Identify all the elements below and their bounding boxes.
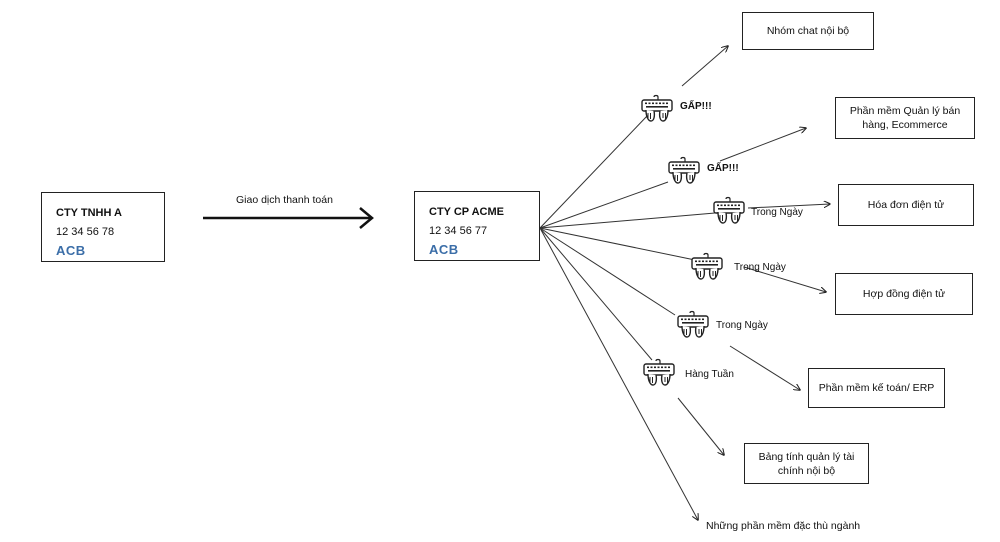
acme-company-account: 12 34 56 77 — [429, 225, 488, 237]
keyboard-hands-icon — [640, 94, 674, 124]
source-company-box: CTY TNHH A 12 34 56 78 ACB — [41, 192, 165, 262]
fan-line-daily-1 — [539, 212, 716, 229]
source-company-bank-logo: ACB — [56, 243, 86, 258]
keyboard-hands-icon — [667, 156, 701, 186]
fan-line-weekly — [539, 227, 653, 361]
target-arrows — [677, 46, 830, 455]
fan-line-daily-2 — [539, 227, 696, 261]
keyboard-hands-icon — [712, 196, 746, 226]
frequency-label-daily-1: Trong Ngày — [751, 207, 803, 218]
arrow-to-accounting-erp — [729, 345, 800, 390]
fan-line-daily-3 — [539, 227, 676, 316]
keyboard-hands-icon — [642, 358, 676, 388]
fan-lines — [539, 114, 716, 520]
transaction-label: Giao dịch thanh toán — [236, 194, 333, 206]
acme-company-box: CTY CP ACME 12 34 56 77 ACB — [414, 191, 540, 261]
source-company-name: CTY TNHH A — [56, 207, 122, 219]
arrow-to-e-invoice — [747, 204, 830, 209]
frequency-label-daily-3: Trong Ngày — [716, 320, 768, 331]
frequency-label-weekly: Hàng Tuần — [685, 369, 734, 380]
arrow-to-sales-software — [719, 128, 806, 162]
target-e-contract: Hợp đồng điện tử — [835, 273, 973, 315]
keyboard-hands-icon — [690, 252, 724, 282]
fan-line-urgent-2 — [539, 181, 669, 229]
target-finance-spreadsheet: Bảng tính quản lý tài chính nội bộ — [744, 443, 869, 484]
fan-line-urgent-1 — [539, 114, 649, 229]
acme-company-bank-logo: ACB — [429, 242, 459, 257]
frequency-label-daily-2: Trong Ngày — [734, 262, 786, 273]
target-accounting-erp: Phần mềm kế toán/ ERP — [808, 368, 945, 408]
arrow-to-internal-chat — [681, 46, 728, 87]
target-internal-chat: Nhóm chat nội bộ — [742, 12, 874, 50]
target-sales-software: Phần mềm Quản lý bán hàng, Ecommerce — [835, 97, 975, 139]
source-company-account: 12 34 56 78 — [56, 226, 115, 238]
frequency-label-urgent-1: GẤP!!! — [680, 101, 712, 112]
transaction-arrow — [203, 207, 374, 229]
target-e-invoice: Hóa đơn điện tử — [838, 184, 974, 226]
frequency-label-urgent-2: GẤP!!! — [707, 163, 739, 174]
arrow-to-e-contract — [743, 266, 826, 292]
target-industry-software: Những phần mềm đặc thù ngành — [706, 520, 861, 532]
keyboard-hands-icon — [676, 310, 710, 340]
acme-company-name: CTY CP ACME — [429, 206, 504, 218]
arrow-to-finance-spreadsheet — [677, 397, 724, 455]
fan-line-industry — [539, 227, 698, 520]
